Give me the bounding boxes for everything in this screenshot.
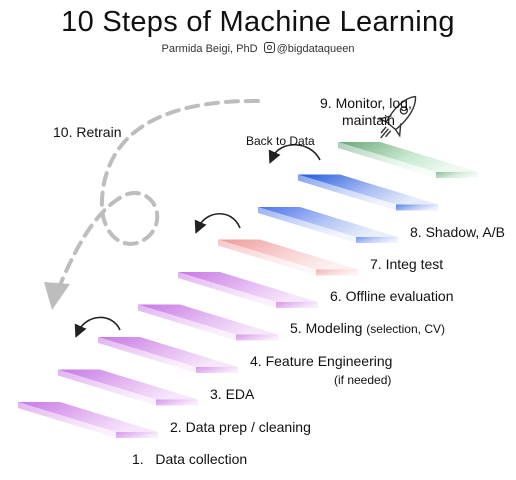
step-5-side [178, 272, 276, 308]
step-2-side [58, 369, 156, 406]
instagram-icon [263, 42, 275, 53]
curved-arrow-icon-1 [268, 144, 321, 164]
step-8-label: 8. Shadow, A/B [410, 224, 505, 240]
step-6-edge [316, 269, 358, 276]
step-1-label: 1. Data collection [132, 451, 248, 467]
step-4-label: 4. Feature Engineering [250, 353, 393, 369]
author-line: Parmida Beigi, PhD @bigdataqueen [0, 42, 516, 55]
step-8-side [298, 174, 396, 211]
step-1-edge [116, 432, 158, 438]
author-handle: @bigdataqueen [276, 43, 355, 55]
step-9-label: 9. Monitor, log, maintain [320, 95, 412, 128]
step-2-label: 2. Data prep / cleaning [170, 419, 311, 435]
back-to-data-label: Back to Data [246, 134, 315, 148]
step-7-top [258, 207, 398, 237]
step-5-top [178, 272, 318, 302]
step-2-top [58, 369, 198, 400]
step-9-top [338, 142, 478, 172]
step-6-top [218, 239, 358, 270]
step-3-top [98, 337, 238, 367]
step-8-top [298, 174, 438, 205]
step-7-edge [356, 237, 398, 243]
retrain-label: 10. Retrain [53, 124, 122, 140]
step-4-note: (if needed) [334, 373, 392, 387]
step-3-label: 3. EDA [210, 386, 255, 402]
curved-arrow-icon-3 [74, 316, 121, 338]
step-5-label: 5. Modeling (selection, CV) [290, 320, 445, 336]
step-4-edge [236, 334, 278, 341]
dashed-loop-arrow-icon [44, 282, 70, 310]
page-title: 10 Steps of Machine Learning [61, 6, 455, 38]
step-9-edge [436, 172, 478, 178]
author-name: Parmida Beigi, PhD [161, 43, 258, 55]
step-1-side [18, 402, 116, 438]
step-4-side [138, 304, 236, 341]
step-3-edge [196, 367, 238, 373]
step-7-label: 7. Integ test [370, 256, 444, 272]
step-3-side [98, 337, 196, 373]
step-5-note: (selection, CV) [366, 322, 445, 336]
curved-arrow-icon-2 [194, 213, 241, 234]
step-6-label: 6. Offline evaluation [330, 288, 454, 304]
retrain-loop-path [58, 98, 260, 287]
step-9-side [338, 142, 436, 178]
step-6-side [218, 239, 316, 276]
step-8-edge [396, 204, 438, 211]
step-2-edge [156, 399, 198, 406]
step-5-edge [276, 302, 318, 308]
rocket-icon [377, 95, 417, 139]
step-4-top [138, 304, 278, 335]
step-7-side [258, 207, 356, 243]
step-1-top [18, 402, 158, 432]
